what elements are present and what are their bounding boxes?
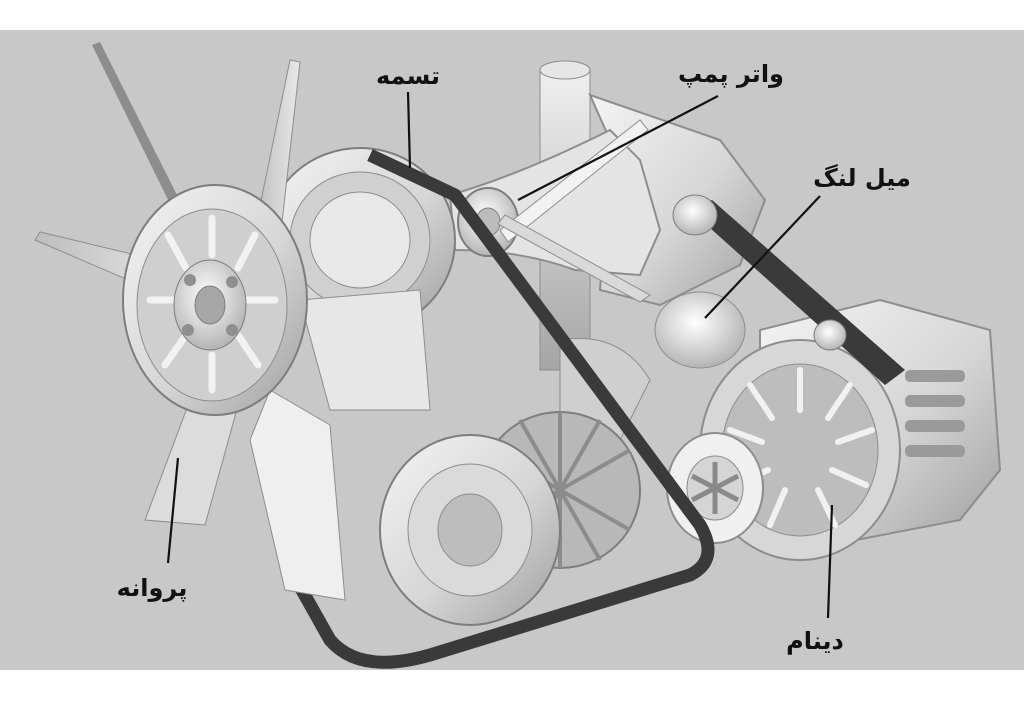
alternator-leader (826, 504, 834, 619)
water-pump-leader (517, 95, 719, 201)
alternator-label: دینام (786, 627, 844, 655)
fan-leader (166, 457, 180, 564)
fan-label: پروانه (117, 574, 188, 602)
leader-lines (166, 91, 834, 619)
belt-label: تسمه (376, 62, 440, 90)
crankshaft-pulley (379, 291, 746, 626)
crankshaft-label: میل لنگ (813, 164, 911, 192)
fan-pulley (264, 147, 456, 333)
crankshaft-leader (704, 195, 821, 319)
alternator (666, 194, 1002, 561)
belt-leader (406, 91, 412, 169)
cooling-fan (34, 42, 431, 601)
water-pump-label: واتر پمپ (678, 60, 784, 88)
